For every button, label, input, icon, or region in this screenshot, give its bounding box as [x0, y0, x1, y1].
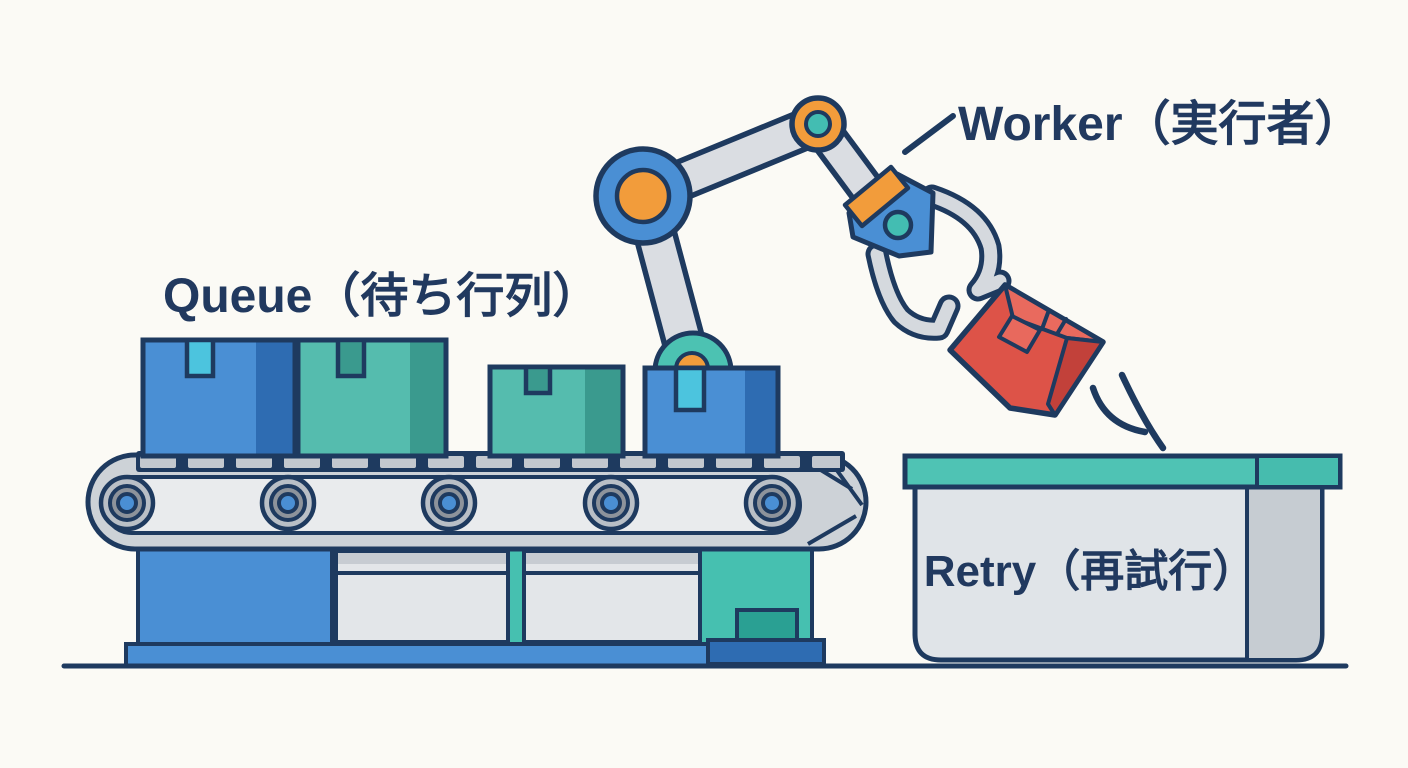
- motion-arcs: [1089, 371, 1167, 452]
- gripper-orange-band: [842, 164, 911, 229]
- roller: [743, 474, 801, 532]
- box-tape: [335, 337, 367, 379]
- base-panel-left: [334, 549, 510, 644]
- gripper-claws: [865, 184, 1012, 341]
- queue-box-3: [487, 364, 626, 459]
- robot-arm-icon: [593, 95, 1012, 374]
- bin-lid-right: [1257, 458, 1338, 485]
- worker-pointer-line: [902, 113, 956, 155]
- queue-label: Queue（待ち行列）: [163, 270, 600, 323]
- queue-box-4: [642, 365, 781, 459]
- roller: [420, 474, 478, 532]
- roller: [98, 474, 156, 532]
- falling-box-side-face: [1046, 336, 1105, 417]
- roller: [259, 474, 317, 532]
- queue-box-2: [295, 337, 449, 459]
- worker-label: Worker（実行者）: [958, 98, 1363, 151]
- falling-box-icon: [947, 282, 1106, 418]
- shoulder-joint: [593, 146, 693, 246]
- pedestal-right: [706, 638, 826, 666]
- retry-bin-icon: Retry（再試行）: [902, 453, 1343, 663]
- falling-box-tape: [997, 314, 1042, 354]
- conveyor-base: [124, 547, 826, 668]
- base-blue-panel: [136, 547, 334, 646]
- queue-box-1: [140, 337, 298, 459]
- pedestal-left: [124, 642, 710, 668]
- bin-side-panel: [1245, 485, 1324, 662]
- base-panel-right: [522, 549, 702, 644]
- gripper-hub: [882, 209, 914, 241]
- worker-callout: Worker（実行者）: [902, 98, 1363, 155]
- robot-base-pivot: [652, 330, 734, 374]
- conveyor-belt-icon: [85, 451, 869, 668]
- roller: [582, 474, 640, 532]
- belt-rollers: [98, 474, 801, 532]
- box-tape: [523, 364, 553, 396]
- box-tape: [673, 365, 707, 413]
- gripper-body: [842, 164, 936, 259]
- box-tape: [184, 337, 216, 379]
- elbow-joint: [789, 95, 847, 153]
- queue-boxes: [140, 337, 781, 459]
- retry-label: Retry（再試行）: [924, 547, 1257, 596]
